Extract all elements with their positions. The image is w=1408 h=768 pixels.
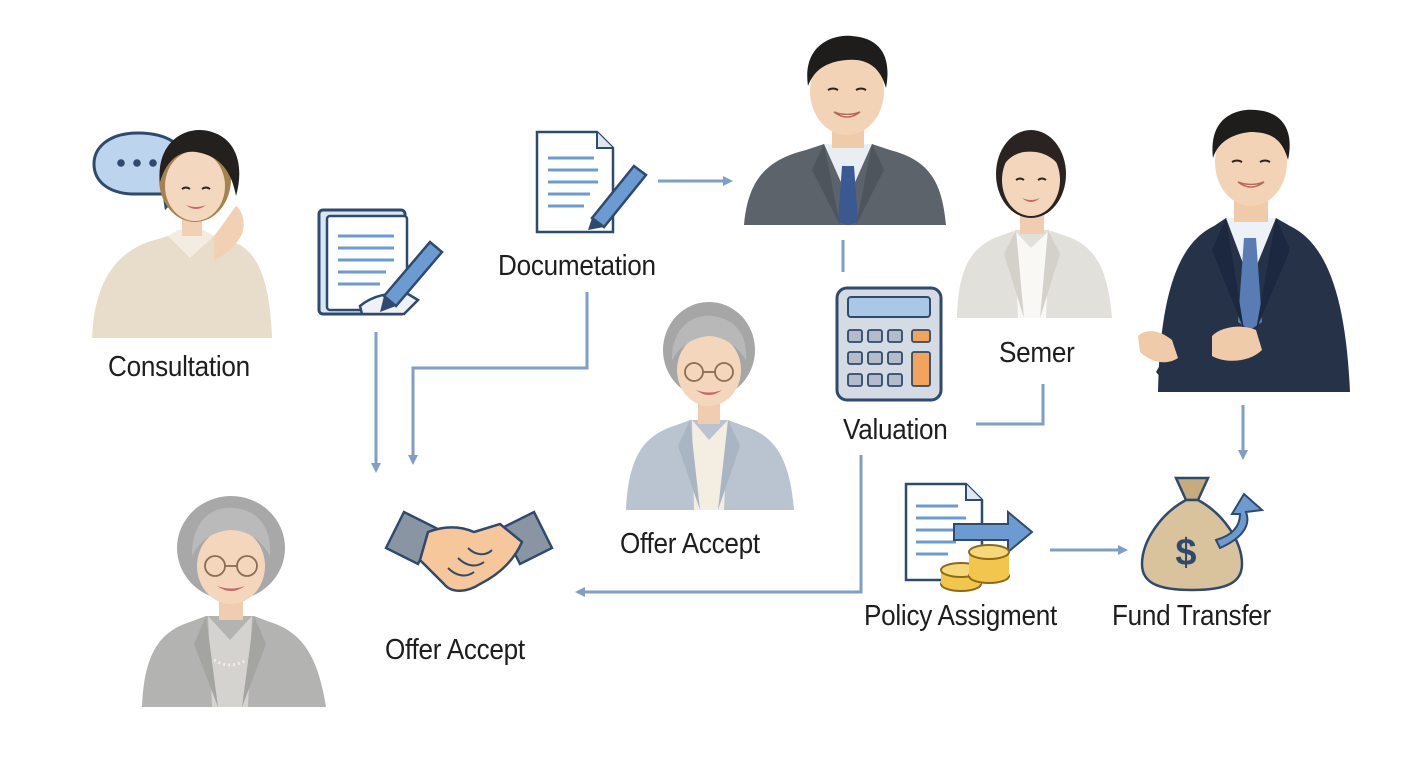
presenting-advisor-figure — [1138, 109, 1350, 392]
offer-accept-center-label: Offer Accept — [620, 528, 760, 560]
policy-assignment-label: Policy Assigment — [864, 600, 1057, 632]
connector-semer-to-valuation — [976, 384, 1045, 426]
fund-transfer-label: Fund Transfer — [1112, 600, 1271, 632]
money-bag-icon: $ — [1140, 476, 1265, 592]
valuation-label: Valuation — [843, 414, 948, 446]
offer-accept-bottom-label: Offer Accept — [385, 634, 525, 666]
consultation-label: Consultation — [108, 351, 250, 383]
connectors — [371, 176, 1248, 597]
connector-documentation-to-handshake — [408, 292, 589, 465]
semer-person-figure — [957, 130, 1112, 318]
document-pen-icon — [317, 208, 444, 316]
semer-label: Semer — [999, 337, 1075, 369]
connector-valuation-to-handshake — [575, 455, 863, 597]
handshake-icon — [384, 510, 554, 592]
advisor-person-figure — [744, 35, 946, 225]
calculator-icon — [835, 286, 943, 402]
documentation-label: Documetation — [498, 250, 656, 282]
svg-text:$: $ — [1175, 532, 1196, 574]
consultation-person-figure — [92, 130, 272, 338]
client-person-figure — [142, 496, 326, 707]
document-arrow-coins-icon — [904, 482, 1034, 592]
offer-accept-person-figure — [626, 302, 794, 510]
document-pen-icon — [535, 130, 648, 234]
